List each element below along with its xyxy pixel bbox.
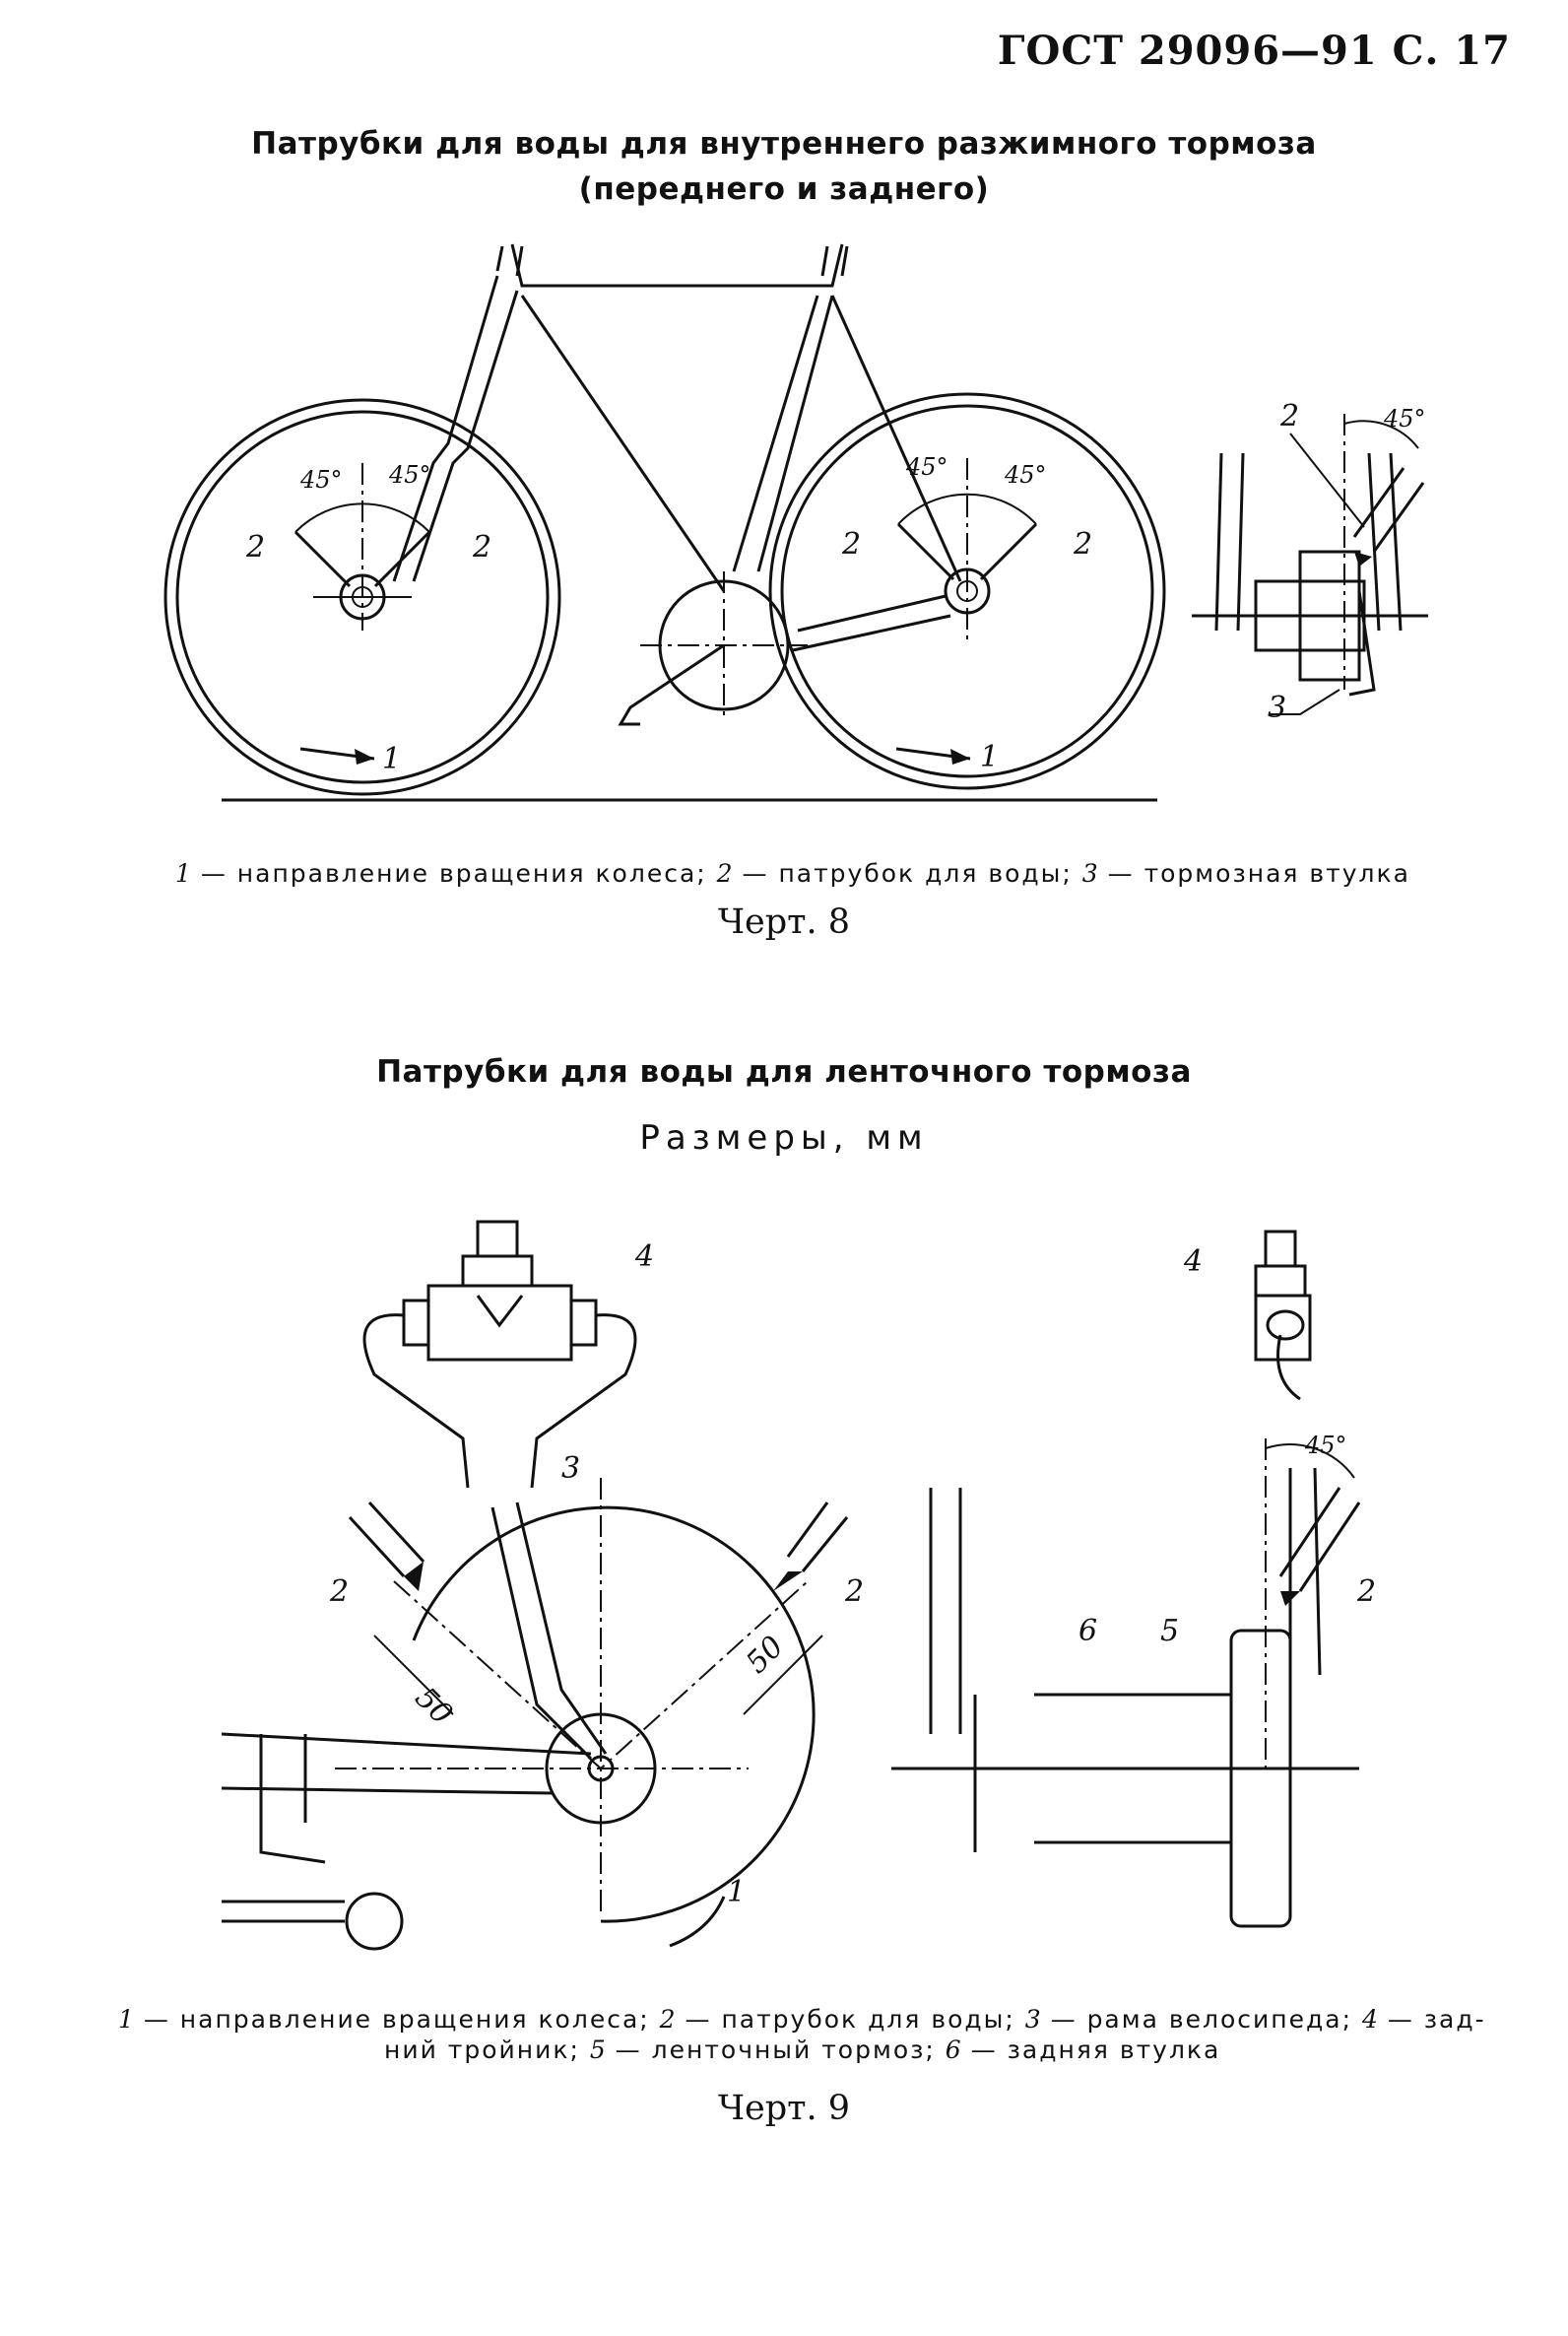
bicycle-frame	[392, 243, 962, 726]
rotation-arrow	[669, 1896, 726, 1948]
label-1-front: 1	[382, 742, 401, 776]
dimension-50-right: 50	[740, 1630, 791, 1681]
label-2-hub: 2	[1279, 399, 1299, 434]
label-3-hub: 3	[1268, 691, 1286, 725]
label-2-rear-left: 2	[841, 527, 861, 562]
label-5: 5	[1160, 1614, 1179, 1648]
label-2-front-right: 2	[472, 530, 491, 565]
nozzle-left	[348, 1501, 425, 1578]
label-4-right: 4	[1183, 1244, 1203, 1279]
rear-water-nozzle-left	[896, 522, 955, 581]
label-angle-rear-left: 45°	[905, 453, 948, 481]
figure-9-legend-line1: 1 — направление вращения колеса; 2 — пат…	[118, 2005, 1486, 2034]
dimension-line-right	[743, 1635, 823, 1715]
figure-9-caption: Черт. 9	[717, 2089, 851, 2128]
label-1-rear: 1	[980, 740, 999, 774]
rear-water-nozzle-right	[979, 522, 1038, 581]
label-2-front-left: 2	[245, 530, 265, 565]
rear-tee-fitting	[362, 1220, 637, 1489]
rear-wheel-rim	[780, 404, 1154, 778]
label-4-left: 4	[634, 1239, 654, 1274]
label-2-fig9-right: 2	[844, 1574, 864, 1609]
label-angle-front-left: 45°	[299, 466, 343, 494]
rear-wheel	[768, 392, 1166, 790]
front-wheel	[163, 398, 561, 796]
brake-hub-detail	[1192, 414, 1428, 715]
section2-title: Патрубки для воды для ленточного тормоза	[376, 1054, 1192, 1090]
figure-8-legend: 1 — направление вращения колеса; 2 — пат…	[175, 859, 1410, 888]
front-water-nozzle-right	[373, 530, 431, 588]
dimension-line-left	[373, 1635, 454, 1715]
front-wheel-rim	[175, 410, 550, 784]
document-header-code: ГОСТ 29096—91 С. 17	[997, 28, 1511, 74]
label-angle-hub: 45°	[1383, 405, 1426, 433]
band-brake-wheel-assembly	[221, 1478, 816, 1951]
section1-title-line1: Патрубки для воды для внутреннего разжим…	[251, 126, 1317, 162]
label-3-fig9: 3	[561, 1451, 580, 1486]
front-water-nozzle-left	[294, 530, 352, 588]
label-2-fig9-left: 2	[329, 1574, 349, 1609]
figure-8-caption: Черт. 8	[717, 902, 851, 942]
figure-9-legend-line2: ний тройник; 5 — ленточный тормоз; 6 — з…	[384, 2036, 1221, 2064]
section1-title-line2: (переднего и заднего)	[578, 171, 990, 207]
label-2-rear-right: 2	[1073, 527, 1092, 562]
section2-subtitle: Размеры, мм	[639, 1118, 929, 1158]
rear-angle-arc	[897, 493, 1037, 525]
label-2-hub-fig9: 2	[1356, 1574, 1376, 1609]
label-1-fig9: 1	[727, 1875, 746, 1909]
label-angle-fig9: 45°	[1304, 1432, 1347, 1459]
rear-hub-band-brake-detail	[891, 1230, 1361, 1928]
label-6: 6	[1078, 1614, 1097, 1648]
label-angle-front-right: 45°	[388, 461, 431, 489]
dimension-50-left: 50	[408, 1681, 459, 1732]
label-angle-rear-right: 45°	[1004, 461, 1047, 489]
nozzle-right	[786, 1502, 849, 1572]
